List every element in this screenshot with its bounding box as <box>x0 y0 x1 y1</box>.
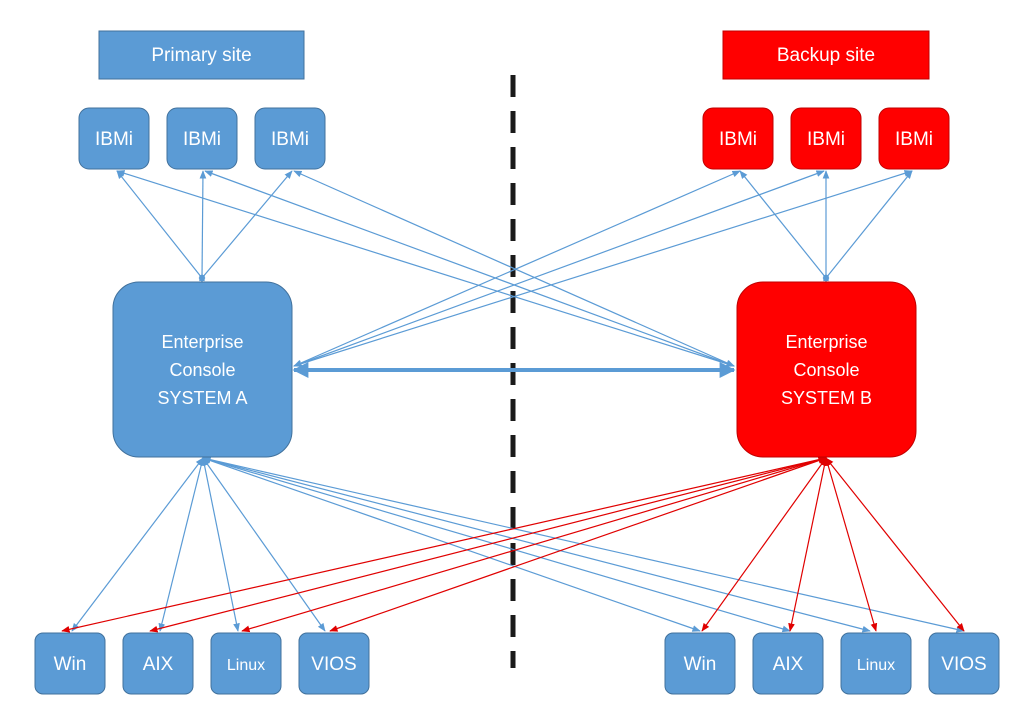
console-a-line-1: Enterprise <box>161 332 243 352</box>
endpoint-label: AIX <box>143 654 174 675</box>
endpoint-backup-win: Win <box>664 632 736 695</box>
endpoint-label: AIX <box>773 654 804 675</box>
ibmi-label: IBMi <box>807 129 845 150</box>
endpoint-primary-win: Win <box>34 632 106 695</box>
link-consoleA-endpoint <box>158 457 205 632</box>
link-consoleA-endpoint <box>201 457 240 632</box>
link-consoleB-endpoint <box>61 457 827 633</box>
endpoint-label: Linux <box>857 657 895 674</box>
console-system-b: Enterprise Console SYSTEM B <box>736 281 917 458</box>
endpoint-primary-vios: VIOS <box>298 632 370 695</box>
link-consoleA-ibmi-primary <box>198 170 207 283</box>
backup-site-label: Backup site <box>722 30 930 80</box>
endpoint-backup-aix: AIX <box>752 632 824 695</box>
endpoint-primary-aix: AIX <box>122 632 194 695</box>
ibmi-label: IBMi <box>895 129 933 150</box>
ibmi-label: IBMi <box>271 129 309 150</box>
link-consoleA-endpoint <box>202 457 326 632</box>
ibmi-label: IBMi <box>183 129 221 150</box>
primary-site-label: Primary site <box>98 30 305 80</box>
link-consoleB-ibmi-backup <box>739 170 829 282</box>
endpoint-label: VIOS <box>311 654 356 675</box>
link-consoleA-endpoint <box>202 457 701 632</box>
link-consoleB-ibmi-backup <box>823 170 913 282</box>
link-consoleB-endpoint <box>825 457 965 632</box>
ibmi-label: IBMi <box>95 129 133 150</box>
link-consoleB-endpoint <box>788 457 828 632</box>
primary-site-text: Primary site <box>151 45 251 66</box>
link-consoleA-endpoint <box>202 456 791 633</box>
link-consoleB-endpoint <box>329 457 827 632</box>
console-b-line-2: Console <box>793 360 859 380</box>
console-a-line-3: SYSTEM A <box>157 388 247 408</box>
ibmi-node-backup-3: IBMi <box>878 107 950 170</box>
endpoint-label: VIOS <box>941 654 986 675</box>
link-consoleA-endpoint <box>71 457 204 632</box>
link-consoleB-endpoint <box>149 456 827 633</box>
endpoint-label: Linux <box>227 657 265 674</box>
endpoint-label: Win <box>684 654 717 675</box>
ibmi-node-primary-3: IBMi <box>254 107 326 170</box>
link-consoleA-endpoint <box>202 456 871 633</box>
ibmi-node-backup-2: IBMi <box>790 107 862 170</box>
link-consoleB-endpoint <box>241 456 827 633</box>
ibmi-node-primary-1: IBMi <box>78 107 150 170</box>
endpoint-backup-vios: VIOS <box>928 632 1000 695</box>
endpoint-backup-linux: Linux <box>840 632 912 695</box>
console-b-line-1: Enterprise <box>785 332 867 352</box>
ibmi-node-backup-1: IBMi <box>702 107 774 170</box>
ibmi-node-primary-2: IBMi <box>166 107 238 170</box>
backup-site-text: Backup site <box>777 45 875 66</box>
link-consoleB-ibmi-primary <box>293 170 735 367</box>
endpoint-primary-linux: Linux <box>210 632 282 695</box>
console-system-a: Enterprise Console SYSTEM A <box>112 281 293 458</box>
endpoint-label: Win <box>54 654 87 675</box>
backup-links <box>61 456 965 633</box>
console-b-line-3: SYSTEM B <box>781 388 872 408</box>
console-a-line-2: Console <box>169 360 235 380</box>
link-consoleA-ibmi-primary <box>116 170 205 282</box>
ibmi-label: IBMi <box>719 129 757 150</box>
link-consoleA-endpoint <box>202 456 965 633</box>
